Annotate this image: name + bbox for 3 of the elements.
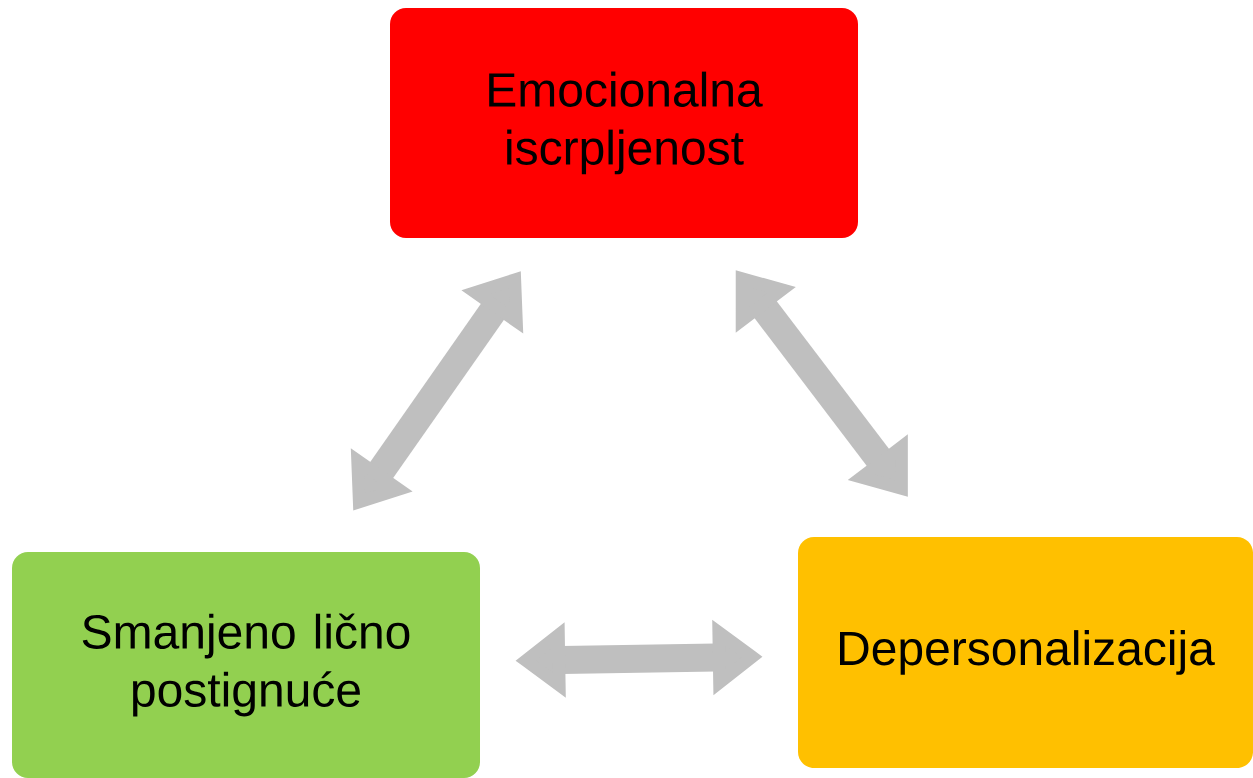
process-box: Depersonalizacija — [798, 537, 1253, 768]
process-box: Emocionalna iscrpljenost — [390, 8, 858, 238]
process-box: Smanjeno lično postignuće — [12, 552, 480, 778]
